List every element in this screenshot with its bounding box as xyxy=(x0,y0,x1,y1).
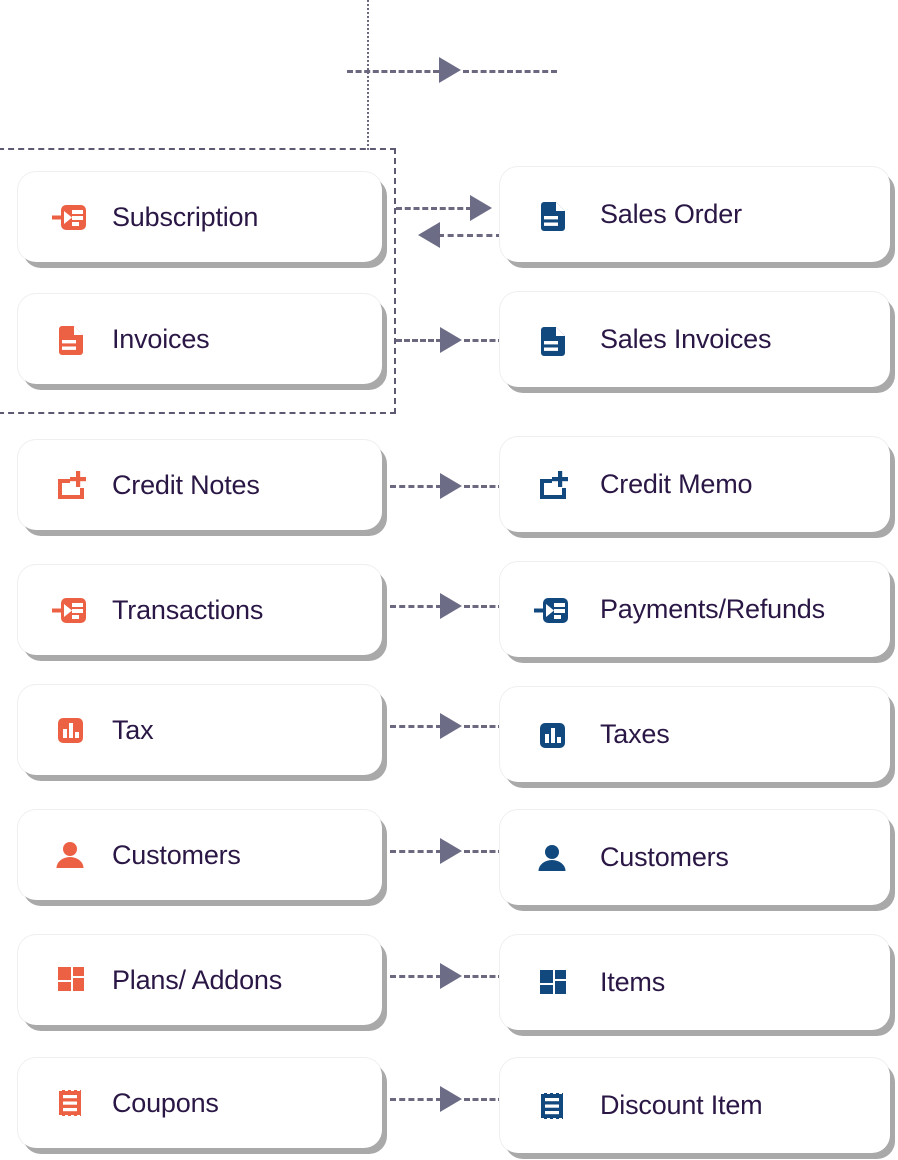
row-3-arrowhead xyxy=(440,473,462,499)
row-5-line xyxy=(390,725,442,728)
row-8-line-tail xyxy=(464,1098,504,1101)
card-customers[interactable]: Customers xyxy=(18,810,382,900)
square-plus-icon xyxy=(532,465,572,505)
receipt-icon xyxy=(50,1083,90,1123)
document-lines-icon xyxy=(532,320,572,360)
import-arrow-list-icon xyxy=(50,590,90,630)
row-3-line-tail xyxy=(464,485,504,488)
row-8-line xyxy=(390,1098,442,1101)
card-label: Tax xyxy=(112,714,154,745)
card-taxes[interactable]: Taxes xyxy=(500,687,890,782)
card-plans-addons[interactable]: Plans/ Addons xyxy=(18,935,382,1025)
card-label: Customers xyxy=(112,839,241,870)
top-connector-arrowhead xyxy=(439,57,461,83)
import-arrow-list-icon xyxy=(532,590,572,630)
bar-chart-icon xyxy=(50,710,90,750)
row-6-line-tail xyxy=(464,850,504,853)
row-1-arrowhead-left xyxy=(418,222,440,248)
row-4-line xyxy=(390,605,442,608)
card-label: Taxes xyxy=(600,719,670,749)
receipt-icon xyxy=(532,1086,572,1126)
bar-chart-icon xyxy=(532,715,572,755)
row-2-line xyxy=(396,339,442,342)
person-icon xyxy=(50,835,90,875)
row-5-arrowhead xyxy=(440,713,462,739)
square-plus-icon xyxy=(50,465,90,505)
person-icon xyxy=(532,838,572,878)
row-6-line xyxy=(390,850,442,853)
top-connector-line-right xyxy=(463,70,557,73)
dotted-vertical-connector xyxy=(367,0,369,150)
card-label: Plans/ Addons xyxy=(112,964,283,995)
import-arrow-list-icon xyxy=(50,197,90,237)
row-3-line xyxy=(390,485,442,488)
card-payments-refunds[interactable]: Payments/Refunds xyxy=(500,562,890,657)
card-coupons[interactable]: Coupons xyxy=(18,1058,382,1148)
card-label: Credit Memo xyxy=(600,469,753,499)
card-label: Credit Notes xyxy=(112,469,260,500)
grid-blocks-icon xyxy=(532,963,572,1003)
card-subscription[interactable]: Subscription xyxy=(18,172,382,262)
row-1-line-backward xyxy=(438,234,502,237)
document-lines-icon xyxy=(50,319,90,359)
row-7-line-tail xyxy=(464,975,504,978)
card-label: Subscription xyxy=(112,201,259,232)
row-4-line-tail xyxy=(464,605,504,608)
row-7-arrowhead xyxy=(440,963,462,989)
card-label: Invoices xyxy=(112,323,210,354)
row-8-arrowhead xyxy=(440,1086,462,1112)
card-label: Items xyxy=(600,967,666,997)
card-items[interactable]: Items xyxy=(500,935,890,1030)
card-label: Discount Item xyxy=(600,1090,763,1120)
top-connector-line-left xyxy=(347,70,439,73)
row-1-arrowhead-right xyxy=(470,195,492,221)
card-sales-order[interactable]: Sales Order xyxy=(500,167,890,262)
row-2-arrowhead xyxy=(440,327,462,353)
card-label: Sales Order xyxy=(600,199,742,229)
row-1-line-forward xyxy=(396,207,472,210)
card-customers-target[interactable]: Customers xyxy=(500,810,890,905)
document-lines-icon xyxy=(532,195,572,235)
card-label: Payments/Refunds xyxy=(600,594,825,624)
card-transactions[interactable]: Transactions xyxy=(18,565,382,655)
card-discount-item[interactable]: Discount Item xyxy=(500,1058,890,1153)
card-credit-memo[interactable]: Credit Memo xyxy=(500,437,890,532)
dashed-grouping-box xyxy=(0,148,396,414)
card-label: Coupons xyxy=(112,1087,219,1118)
row-4-arrowhead xyxy=(440,593,462,619)
card-tax[interactable]: Tax xyxy=(18,685,382,775)
row-5-line-tail xyxy=(464,725,504,728)
card-credit-notes[interactable]: Credit Notes xyxy=(18,440,382,530)
row-7-line xyxy=(390,975,442,978)
row-2-line-tail xyxy=(464,339,504,342)
card-invoices[interactable]: Invoices xyxy=(18,294,382,384)
card-label: Sales Invoices xyxy=(600,324,772,354)
row-6-arrowhead xyxy=(440,838,462,864)
card-label: Customers xyxy=(600,842,729,872)
card-sales-invoices[interactable]: Sales Invoices xyxy=(500,292,890,387)
grid-blocks-icon xyxy=(50,960,90,1000)
card-label: Transactions xyxy=(112,594,264,625)
